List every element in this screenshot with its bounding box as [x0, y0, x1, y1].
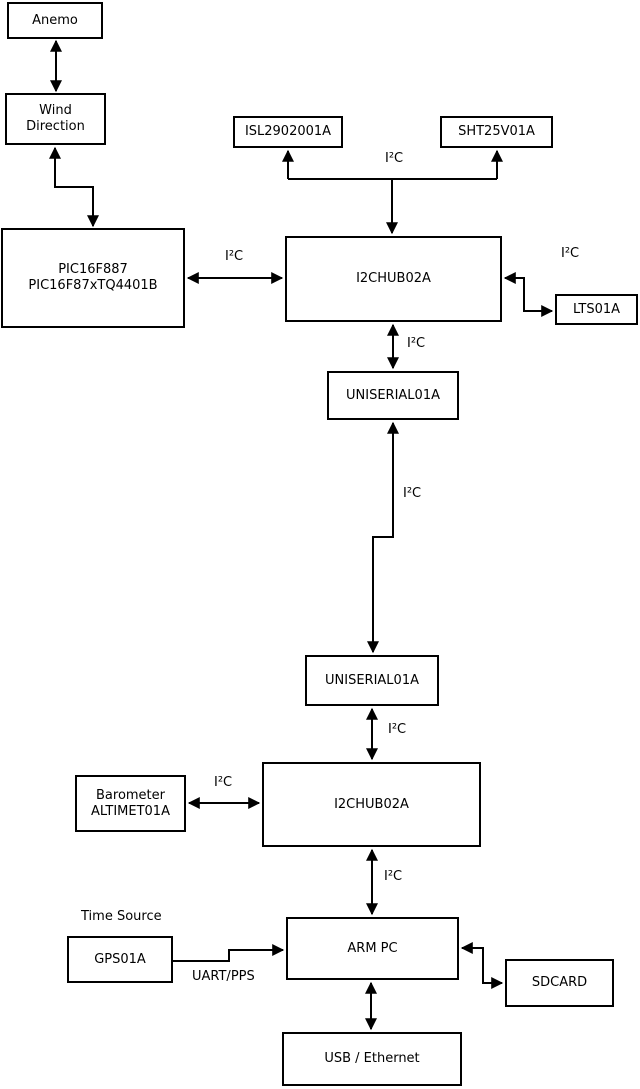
- label-i2c-hub2-armpc: I²C: [384, 869, 403, 884]
- node-sht25v01a: SHT25V01A: [440, 116, 553, 148]
- node-i2chub02a-lower: I2CHUB02A: [262, 762, 481, 847]
- label-i2c-uniserial2-hub2: I²C: [388, 722, 407, 737]
- label-i2c-pic-hub1: I²C: [225, 249, 244, 264]
- node-pic16f887: PIC16F887 PIC16F87xTQ4401B: [1, 228, 185, 328]
- node-arm-pc: ARM PC: [286, 917, 459, 980]
- edge-gps-armpc: [173, 944, 285, 962]
- node-lts01a: LTS01A: [555, 294, 638, 325]
- label-i2c-hub1-lts: I²C: [561, 246, 580, 261]
- label-i2c-hub1-uniserial1: I²C: [407, 336, 426, 351]
- edge-uniserial1-uniserial2: [367, 421, 399, 654]
- edge-armpc-sdcard: [460, 942, 504, 989]
- node-uniserial01a-upper: UNISERIAL01A: [327, 371, 459, 420]
- node-barometer-altimet01a: Barometer ALTIMET01A: [75, 775, 186, 832]
- node-wind-direction: Wind Direction: [5, 93, 106, 145]
- node-isl2902001a: ISL2902001A: [233, 116, 343, 148]
- node-usb-ethernet: USB / Ethernet: [282, 1032, 462, 1086]
- node-uniserial01a-lower: UNISERIAL01A: [305, 655, 439, 706]
- edge-winddirection-pic: [49, 146, 99, 228]
- node-anemo: Anemo: [7, 2, 103, 39]
- node-gps01a: GPS01A: [67, 936, 173, 983]
- label-i2c-uniserial-link: I²C: [403, 486, 422, 501]
- node-i2chub02a-upper: I2CHUB02A: [285, 236, 502, 322]
- label-i2c-barometer-hub2: I²C: [214, 775, 233, 790]
- label-uart-pps: UART/PPS: [192, 969, 255, 984]
- label-i2c-sensor-bus: I²C: [385, 151, 404, 166]
- node-sdcard: SDCARD: [505, 959, 614, 1007]
- edge-hub1-lts: [503, 272, 554, 317]
- label-time-source: Time Source: [81, 909, 162, 924]
